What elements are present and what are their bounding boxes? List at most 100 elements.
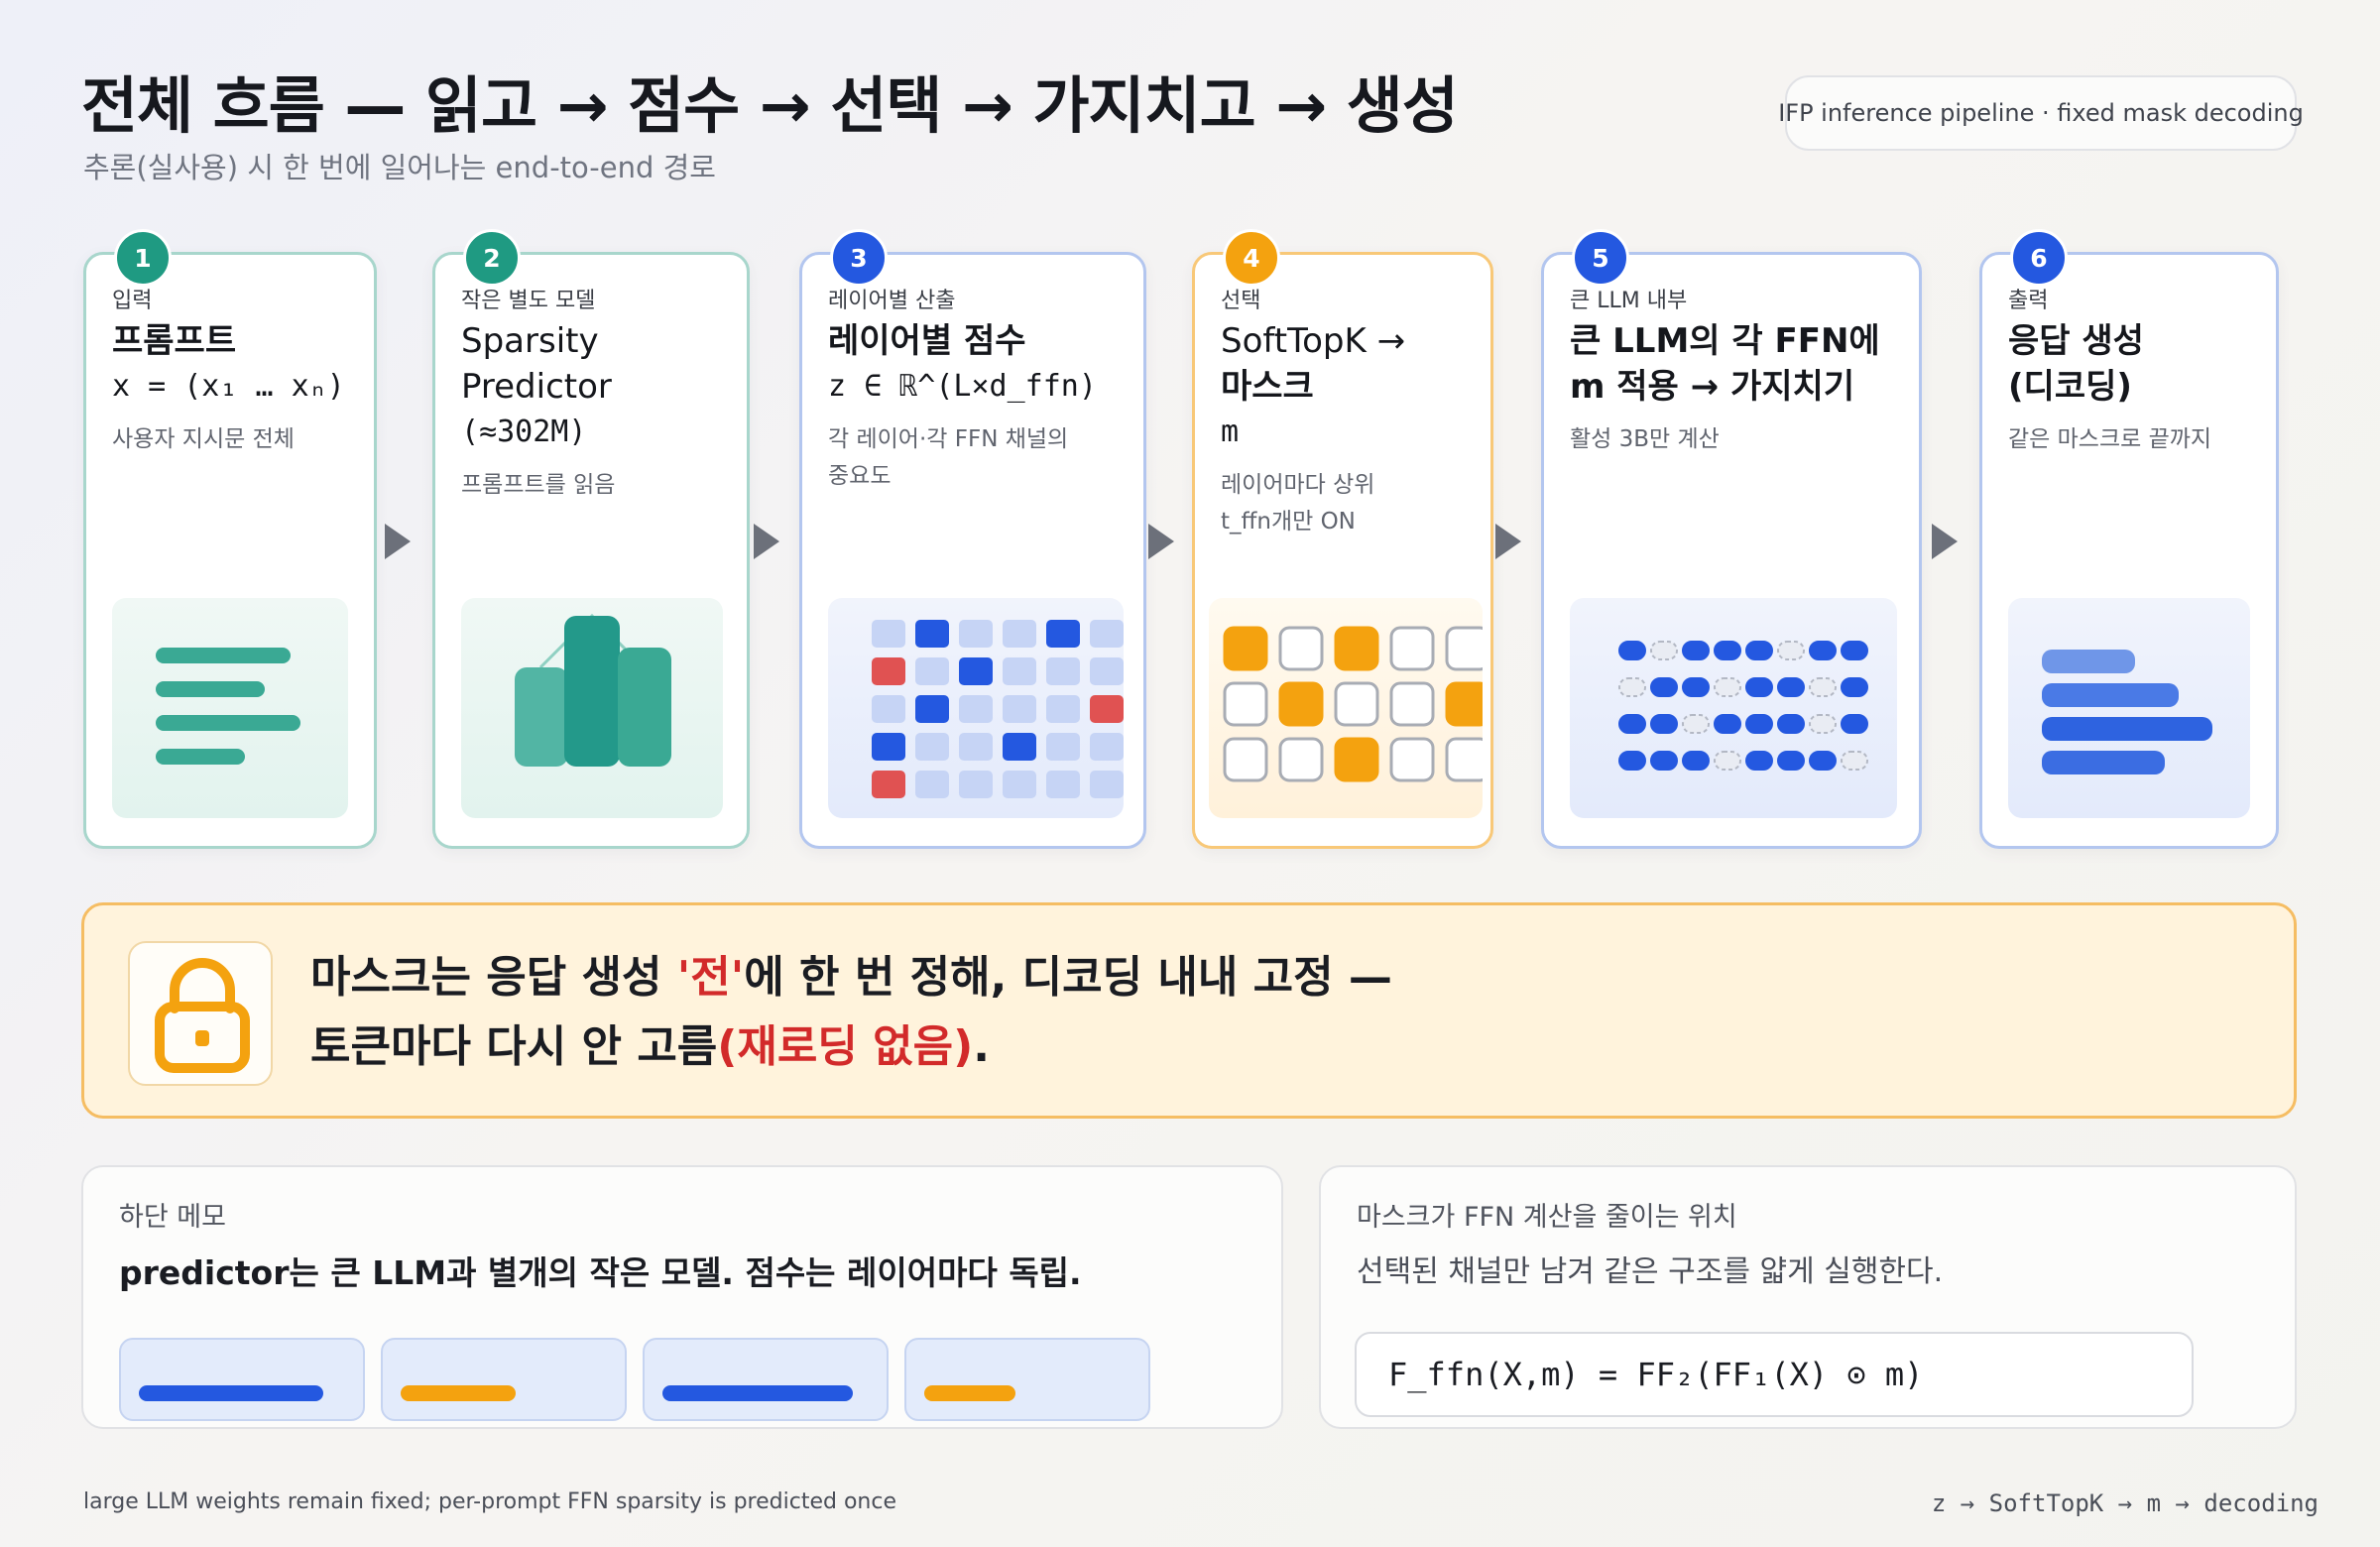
score-cell	[959, 771, 993, 798]
ffn-channel-active	[1682, 677, 1710, 697]
pruned-ffn-illustration	[1570, 598, 1897, 818]
ffn-channel-active	[1809, 751, 1837, 771]
callout-line-2-pre: 토큰마다 다시 안 고름	[310, 1021, 718, 1072]
ffn-channel-active	[1777, 751, 1805, 771]
step-5-title-line-1: 큰 LLM의 각 FFN에	[1570, 321, 1880, 361]
step-4-title-line-2: 마스크	[1221, 367, 1314, 407]
mask-cell-off	[1389, 681, 1435, 727]
fixed-mask-callout: 마스크는 응답 생성 '전'에 한 번 정해, 디코딩 내내 고정 — 토큰마다…	[81, 902, 2297, 1119]
step-4-title-line-1: SoftTopK →	[1221, 321, 1406, 361]
step-arrow-icon	[1932, 524, 1958, 559]
step-5-desc: 활성 3B만 계산	[1570, 426, 1720, 452]
step-4-desc: 레이어마다 상위 t_ffn개만 ON	[1221, 467, 1374, 540]
step-3-title: 레이어별 점수 z ∈ ℝ^(L×d_ffn)	[828, 318, 1097, 410]
memo-card: 하단 메모 predictor는 큰 LLM과 별개의 작은 모델. 점수는 레…	[81, 1165, 1283, 1429]
step-1-title-text: 프롬프트	[112, 321, 237, 361]
predictor-bar-3	[618, 648, 671, 767]
score-cell	[872, 620, 905, 648]
lock-icon	[155, 958, 250, 1073]
callout-line-1-pre: 마스크는 응답 생성	[310, 952, 677, 1003]
mask-cell-off	[1445, 626, 1490, 671]
memo-chip-bar-4	[924, 1385, 1015, 1401]
step-4-kicker: 선택	[1221, 289, 1261, 313]
predictor-bar-1	[515, 667, 568, 767]
footer-note: large LLM weights remain fixed; per-prom…	[83, 1489, 896, 1514]
ffn-channel-pruned	[1618, 677, 1646, 697]
step-6-kicker: 출력	[2008, 289, 2049, 313]
step-3-desc: 각 레이어·각 FFN 채널의 중요도	[828, 421, 1068, 495]
score-cell	[1046, 733, 1080, 761]
memo-kicker: 하단 메모	[119, 1202, 226, 1233]
step-6-card: 6 출력 응답 생성 (디코딩) 같은 마스크로 끝까지	[1979, 229, 2279, 849]
step-4-desc-line-2: t_ffn개만 ON	[1221, 509, 1356, 535]
memo-chip-bar-1	[139, 1385, 323, 1401]
step-1-desc: 사용자 지시문 전체	[112, 426, 295, 452]
mask-cell-on	[1334, 626, 1379, 671]
mask-cell-off	[1389, 626, 1435, 671]
step-4-badge: 4	[1223, 229, 1280, 287]
step-6-badge: 6	[2010, 229, 2068, 287]
step-2-title: Sparsity Predictor (≈302M)	[461, 318, 612, 455]
mask-cell-off	[1445, 737, 1490, 782]
callout-line-1-post: 에 한 번 정해, 디코딩 내내 고정 —	[744, 952, 1392, 1003]
callout-text: 마스크는 응답 생성 '전'에 한 번 정해, 디코딩 내내 고정 — 토큰마다…	[310, 943, 1392, 1082]
step-6-title-line-1: 응답 생성	[2008, 321, 2144, 361]
score-cell	[1046, 771, 1080, 798]
mask-cell-off	[1223, 681, 1268, 727]
ffn-channel-active	[1841, 714, 1868, 734]
ffn-formula: F_ffn(X,m) = FF₂(FF₁(X) ⊙ m)	[1355, 1332, 2194, 1417]
score-cell	[959, 620, 993, 648]
score-cell	[959, 733, 993, 761]
score-cell	[1046, 695, 1080, 723]
step-3-title-text: 레이어별 점수	[828, 321, 1026, 361]
step-3-desc-line-2: 중요도	[828, 463, 892, 489]
step-3-formula: z ∈ ℝ^(L×d_ffn)	[828, 369, 1097, 404]
score-cell	[915, 657, 949, 685]
ffn-card-text: 선택된 채널만 남겨 같은 구조를 얇게 실행한다.	[1357, 1254, 1944, 1289]
score-cell	[915, 771, 949, 798]
output-line-1	[2042, 650, 2135, 673]
step-arrow-icon	[754, 524, 779, 559]
ffn-channel-pruned	[1714, 751, 1741, 771]
page-subtitle: 추론(실사용) 시 한 번에 일어나는 end-to-end 경로	[83, 151, 716, 184]
page-title: 전체 흐름 — 읽고 → 점수 → 선택 → 가지치고 → 생성	[81, 69, 1459, 142]
step-1-title: 프롬프트 x = (x₁ … xₙ)	[112, 318, 345, 410]
step-6-title: 응답 생성 (디코딩)	[2008, 318, 2144, 410]
pill-grid	[1618, 641, 1868, 771]
ffn-channel-active	[1841, 677, 1868, 697]
ffn-channel-active	[1650, 751, 1678, 771]
ffn-channel-active	[1809, 641, 1837, 660]
layer-score-grid-illustration	[828, 598, 1124, 818]
step-5-title: 큰 LLM의 각 FFN에 m 적용 → 가지치기	[1570, 318, 1880, 410]
score-cell	[872, 695, 905, 723]
ffn-channel-active	[1650, 677, 1678, 697]
ffn-channel-active	[1714, 641, 1741, 660]
step-5-kicker: 큰 LLM 내부	[1570, 289, 1688, 313]
predictor-bars-illustration	[461, 598, 723, 818]
score-grid	[872, 620, 1124, 798]
ffn-channel-pruned	[1777, 641, 1805, 660]
score-cell	[959, 695, 993, 723]
step-5-title-line-2: m 적용 → 가지치기	[1570, 367, 1855, 407]
output-line-4	[2042, 751, 2165, 774]
step-2-title-line-2: Predictor	[461, 367, 612, 407]
predictor-bar-2	[564, 616, 620, 767]
score-cell	[872, 733, 905, 761]
step-5-badge: 5	[1572, 229, 1629, 287]
ffn-channel-active	[1714, 714, 1741, 734]
memo-chip-bar-3	[662, 1385, 853, 1401]
step-6-title-line-2: (디코딩)	[2008, 367, 2132, 407]
ffn-channel-pruned	[1682, 714, 1710, 734]
output-line-3	[2042, 717, 2212, 741]
mask-cell-off	[1334, 681, 1379, 727]
ffn-channel-active	[1841, 641, 1868, 660]
text-line-3	[156, 715, 300, 731]
memo-chip-3	[643, 1338, 889, 1421]
score-cell	[915, 695, 949, 723]
ffn-channel-active	[1745, 714, 1773, 734]
score-cell	[1003, 695, 1036, 723]
ffn-channel-pruned	[1809, 677, 1837, 697]
ffn-channel-pruned	[1809, 714, 1837, 734]
callout-highlight-before: '전'	[676, 952, 745, 1003]
score-cell	[1090, 733, 1124, 761]
